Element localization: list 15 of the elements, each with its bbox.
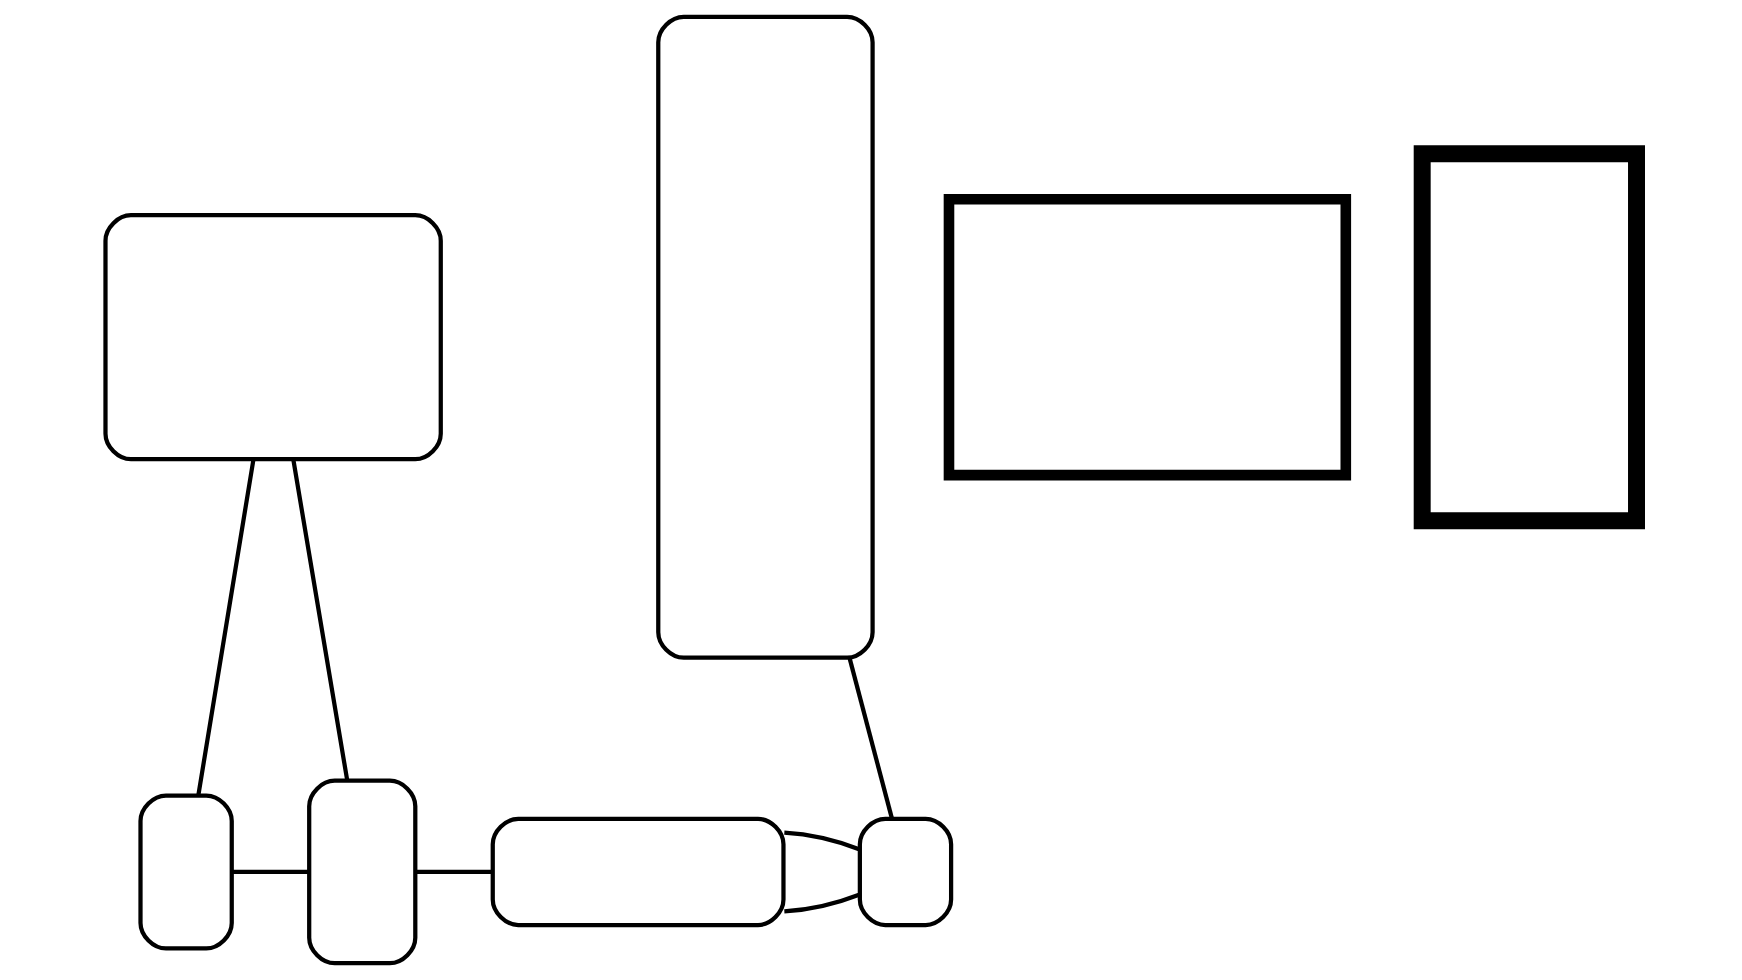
connector: [196, 459, 256, 796]
node-box: [656, 14, 875, 660]
connector: [784, 892, 860, 914]
node-box: [138, 793, 234, 951]
connector: [415, 869, 493, 875]
node-box: [943, 194, 1352, 481]
node-box: [1413, 145, 1645, 530]
connector: [232, 869, 309, 875]
node-box: [103, 213, 443, 462]
node-box: [307, 778, 418, 966]
connector: [784, 830, 860, 852]
node-box: [490, 816, 786, 928]
node-box: [857, 816, 954, 928]
connector: [847, 657, 894, 819]
connector: [291, 459, 350, 781]
